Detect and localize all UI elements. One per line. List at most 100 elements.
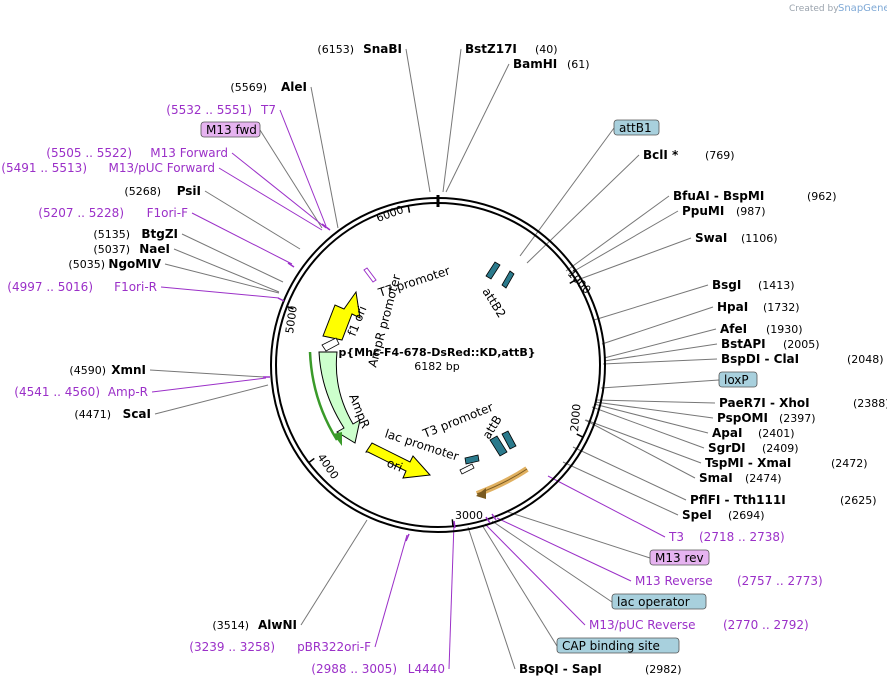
- label-name-swai: SwaI: [695, 231, 727, 245]
- tick-5000: [286, 305, 294, 310]
- label-pos-pbr322ori-f: (3239 .. 3258): [189, 640, 275, 654]
- label-pos-snabi: (6153): [317, 43, 354, 56]
- label-scai: ScaI(4471): [74, 407, 151, 421]
- label-pos-ngomiv: (5035): [68, 258, 105, 271]
- leader-m13-puc-forward: [218, 167, 323, 231]
- label-paer7i-xhoi: PaeR7I - XhoI(2388): [719, 396, 887, 410]
- label-m13-rev: M13 rev: [649, 549, 710, 566]
- label-pos-m13-puc-forward: (5491 .. 5513): [1, 161, 87, 175]
- label-ppumi: PpuMI(987): [682, 204, 766, 218]
- primer-mark-m13-forward: [321, 223, 331, 231]
- label-pos-bstapi: (2005): [783, 338, 820, 351]
- feature-box-label-loxp: loxP: [724, 373, 749, 387]
- label-loxp: loxP: [718, 371, 758, 388]
- label-name-ngomiv: NgoMIV: [108, 257, 161, 271]
- label-pos-psii: (5268): [124, 185, 161, 198]
- leader-alei: [310, 86, 339, 229]
- label-name-btgzi: BtgZI: [141, 227, 178, 241]
- label-pos-alei: (5569): [230, 81, 267, 94]
- leader-amp-r: [151, 377, 267, 393]
- tick-label-4000: 4000: [315, 451, 342, 481]
- label-pos-hpai: (1732): [763, 301, 800, 314]
- label-pos-t7: (5532 .. 5551): [166, 103, 252, 117]
- primer-mark-pbr322: [405, 533, 410, 542]
- leader-f1ori-f: [191, 212, 293, 265]
- label-name-pbr322ori-f: pBR322ori-F: [297, 640, 371, 654]
- label-ngomiv: NgoMIV(5035): [68, 257, 161, 271]
- tick-marks: [286, 195, 584, 527]
- tick-4000: [308, 457, 315, 464]
- leader-bamhi: [445, 63, 510, 193]
- tick-6000: [407, 205, 411, 213]
- label-btgzi: BtgZI(5135): [93, 227, 178, 241]
- label-name-naei: NaeI: [139, 242, 170, 256]
- label-pos-scai: (4471): [74, 408, 111, 421]
- leader-pflfi-tth111i: [572, 446, 687, 501]
- feature-t7-promoter: T7 promoter: [363, 264, 452, 300]
- leader-naei: [173, 248, 280, 293]
- label-pos-spei: (2694): [728, 509, 765, 522]
- label-smai: SmaI(2474): [699, 471, 782, 485]
- feature-ampr: AmpR: [308, 351, 373, 446]
- primer-mark-m13-reverse: [491, 513, 497, 521]
- site-labels: SnaBI(6153)BstZ17I(40)BamHI(61)AleI(5569…: [1, 42, 887, 676]
- ampr-strand-marker: [308, 351, 339, 441]
- ampr-strand-arrowhead: [333, 432, 342, 446]
- feature-attb2: attB2: [479, 261, 515, 320]
- label-xmni: XmnI (4590): [69, 363, 146, 377]
- label-name-hpai: HpaI: [717, 300, 748, 314]
- leader-swai: [571, 237, 692, 283]
- label-pos-f1ori-r: (4997 .. 5016): [7, 280, 93, 294]
- label-pos-sgrdi: (2409): [762, 442, 799, 455]
- leader-lines: [149, 48, 720, 670]
- label-name-sgrdi: SgrDI: [708, 441, 746, 455]
- label-bstapi: BstAPI(2005): [721, 337, 820, 351]
- label-bamhi: BamHI(61): [513, 57, 590, 71]
- tick-label-5000: 5000: [283, 305, 300, 335]
- label-name-bfuai-bspmi: BfuAI - BspMI: [673, 189, 764, 203]
- lac-operator-block: [464, 454, 480, 465]
- tick-label-6000: 6000: [375, 203, 406, 225]
- label-swai: SwaI (1106): [695, 231, 778, 245]
- label-t7: T7 (5532 .. 5551): [166, 103, 276, 117]
- feature-attb: attB: [480, 413, 517, 457]
- label-name-m13-forward: M13 Forward: [150, 146, 228, 160]
- leader-bstapi: [603, 343, 718, 362]
- tick-1000: [569, 279, 577, 285]
- feature-box-cap-binding-site: [556, 637, 680, 654]
- feature-box-label-cap-binding-site: CAP binding site: [562, 639, 660, 653]
- feature-f1-ori: f1 ori: [322, 290, 370, 341]
- ampr-promoter-arrow: [321, 337, 340, 352]
- leader-paer7i-xhoi: [595, 399, 716, 404]
- tick-label-3000: 3000: [455, 509, 483, 522]
- feature-box-loxp: [718, 371, 758, 388]
- leader-snabi: [405, 48, 431, 193]
- label-alei: AleI(5569): [230, 80, 307, 94]
- label-name-amp-r: Amp-R: [108, 385, 148, 399]
- label-spei: SpeI(2694): [682, 508, 765, 522]
- label-bsgi: BsgI(1413): [712, 278, 795, 292]
- watermark-prefix: Created by: [789, 4, 839, 14]
- t7-promoter-arrow: [363, 267, 377, 283]
- label-t3: T3(2718 .. 2738): [668, 530, 785, 544]
- feature-box-m13-rev: [649, 549, 710, 566]
- label-pos-swai: (1106): [741, 232, 778, 245]
- label-pos-amp-r: (4541 .. 4560): [14, 385, 100, 399]
- lac-promoter-arrow: [459, 463, 475, 475]
- label-snabi: SnaBI(6153): [317, 42, 402, 56]
- f1-ori-arrow: [322, 290, 361, 341]
- label-name-t7: T7: [260, 103, 276, 117]
- label-name-m13-puc-reverse: M13/pUC Reverse: [589, 618, 696, 632]
- label-name-f1ori-r: F1ori-R: [114, 280, 157, 294]
- leader-psii: [204, 190, 301, 250]
- leader-pspomi: [594, 401, 714, 419]
- leader-scai: [154, 384, 269, 415]
- feature-box-label-lac-operator: lac operator: [617, 595, 690, 609]
- label-pos-xmni: (4590): [69, 364, 106, 377]
- leader-m13-forward: [231, 152, 327, 229]
- orange-feature-arrowhead: [476, 488, 486, 499]
- label-pos-bsgi: (1413): [758, 279, 795, 292]
- label-name-xmni: XmnI: [111, 363, 146, 377]
